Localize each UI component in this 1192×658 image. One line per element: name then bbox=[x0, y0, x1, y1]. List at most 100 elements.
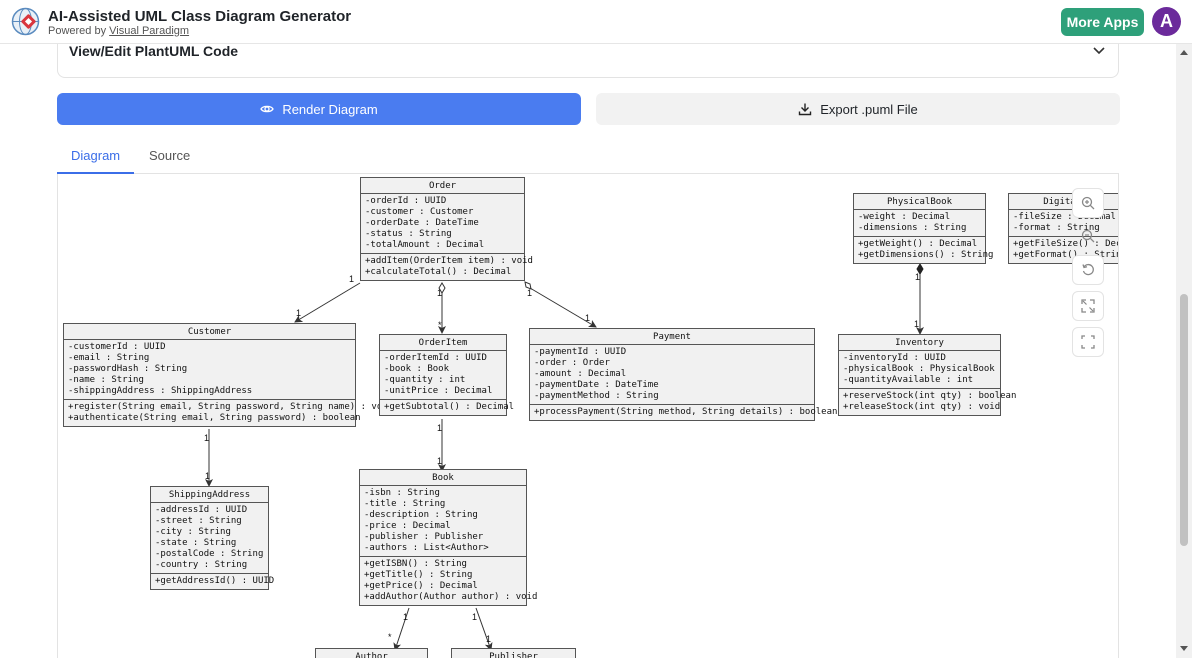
attribute: -unitPrice : Decimal bbox=[384, 386, 493, 396]
methods-section: +getWeight() : Decimal +getDimensions() … bbox=[854, 237, 994, 263]
plantuml-code-accordion[interactable]: View/Edit PlantUML Code bbox=[57, 44, 1119, 78]
user-avatar[interactable]: A bbox=[1152, 7, 1181, 36]
multiplicity-label: 1 bbox=[915, 272, 921, 282]
class-physicalbook[interactable]: PhysicalBook -weight : Decimal -dimensio… bbox=[853, 193, 994, 264]
multiplicity-label: 1 bbox=[914, 319, 920, 329]
method: +getPrice() : Decimal bbox=[364, 581, 478, 591]
attribute: -customer : Customer bbox=[365, 207, 474, 217]
attributes-section: -inventoryId : UUID -physicalBook : Phys… bbox=[839, 351, 1000, 389]
method: +calculateTotal() : Decimal bbox=[365, 267, 512, 277]
methods-section: +getISBN() : String +getTitle() : String… bbox=[360, 557, 537, 605]
export-puml-button[interactable]: Export .puml File bbox=[596, 93, 1120, 125]
attribute: -city : String bbox=[155, 527, 231, 537]
attribute: -weight : Decimal bbox=[858, 212, 951, 222]
methods-section: +getSubtotal() : Decimal bbox=[380, 400, 514, 415]
attribute: -orderId : UUID bbox=[365, 196, 447, 206]
attribute: -order : Order bbox=[534, 358, 610, 368]
scrollbar-thumb[interactable] bbox=[1180, 294, 1188, 546]
attributes-section: -fileSize : Decimal -format : String bbox=[1009, 210, 1118, 237]
export-puml-label: Export .puml File bbox=[820, 101, 918, 117]
class-order[interactable]: Order -orderId : UUID -customer : Custom… bbox=[360, 177, 533, 281]
attribute: -dimensions : String bbox=[858, 223, 967, 233]
scroll-down-arrow-icon[interactable] bbox=[1180, 646, 1188, 651]
attribute: -paymentId : UUID bbox=[534, 347, 627, 357]
attribute: -physicalBook : PhysicalBook bbox=[843, 364, 995, 374]
multiplicity-label: 1 bbox=[437, 288, 443, 298]
multiplicity-label: 1 bbox=[486, 634, 492, 644]
attributes-section: -isbn : String -title : String -descript… bbox=[360, 486, 526, 557]
multiplicity-label: 1 bbox=[296, 308, 302, 318]
zoom-in-button[interactable] bbox=[1072, 188, 1104, 218]
attribute: -street : String bbox=[155, 516, 242, 526]
class-customer[interactable]: Customer -customerId : UUID -email : Str… bbox=[63, 323, 393, 427]
method: +reserveStock(int qty) : boolean bbox=[843, 391, 1017, 401]
attribute: -quantityAvailable : int bbox=[843, 375, 974, 385]
zoom-in-icon bbox=[1081, 196, 1095, 210]
attribute: -description : String bbox=[364, 510, 478, 520]
class-orderitem[interactable]: OrderItem -orderItemId : UUID -book : Bo… bbox=[379, 334, 514, 416]
accordion-title: View/Edit PlantUML Code bbox=[69, 44, 239, 59]
method: +getISBN() : String bbox=[364, 559, 467, 569]
download-icon bbox=[799, 103, 812, 116]
render-diagram-label: Render Diagram bbox=[282, 101, 378, 117]
edge-order-customer bbox=[294, 282, 361, 323]
methods-section: +getAddressId() : UUID bbox=[151, 574, 275, 589]
more-apps-button[interactable]: More Apps bbox=[1061, 8, 1144, 36]
fullscreen-button[interactable] bbox=[1072, 327, 1104, 357]
tab-diagram[interactable]: Diagram bbox=[71, 148, 121, 163]
fit-to-screen-button[interactable] bbox=[1072, 291, 1104, 321]
multiplicity-label: * bbox=[388, 632, 392, 642]
attribute: -isbn : String bbox=[364, 488, 440, 498]
scroll-up-arrow-icon[interactable] bbox=[1180, 50, 1188, 55]
methods-section: +register(String email, String password,… bbox=[64, 400, 393, 426]
attribute: -format : String bbox=[1013, 223, 1100, 233]
multiplicity-label: 1 bbox=[437, 456, 443, 466]
multiplicity-label: 1 bbox=[205, 471, 211, 481]
attribute: -postalCode : String bbox=[155, 549, 264, 559]
app-header: AI-Assisted UML Class Diagram Generator … bbox=[0, 0, 1192, 44]
attribute: -customerId : UUID bbox=[68, 342, 166, 352]
attributes-section: -orderItemId : UUID -book : Book -quanti… bbox=[380, 351, 506, 400]
class-inventory[interactable]: Inventory -inventoryId : UUID -physicalB… bbox=[838, 334, 1017, 416]
class-author[interactable]: Author bbox=[315, 648, 428, 658]
method: +getAddressId() : UUID bbox=[155, 576, 275, 586]
attributes-section: -paymentId : UUID -order : Order -amount… bbox=[530, 345, 814, 405]
methods-section: +reserveStock(int qty) : boolean +releas… bbox=[839, 389, 1017, 415]
attributes-section: -weight : Decimal -dimensions : String bbox=[854, 210, 985, 237]
class-payment[interactable]: Payment -paymentId : UUID -order : Order… bbox=[529, 328, 837, 421]
class-name: Publisher bbox=[489, 652, 538, 658]
method: +authenticate(String email, String passw… bbox=[68, 413, 361, 423]
zoom-out-button[interactable] bbox=[1072, 221, 1104, 251]
class-publisher[interactable]: Publisher bbox=[451, 648, 576, 658]
attribute: -shippingAddress : ShippingAddress bbox=[68, 386, 253, 396]
class-book[interactable]: Book -isbn : String -title : String -des… bbox=[359, 469, 537, 606]
zoom-out-icon bbox=[1081, 229, 1095, 243]
reset-view-button[interactable] bbox=[1072, 255, 1104, 285]
method: +addItem(OrderItem item) : void bbox=[365, 256, 533, 266]
attribute: -authors : List<Author> bbox=[364, 543, 489, 553]
tab-source[interactable]: Source bbox=[149, 148, 191, 163]
attribute: -country : String bbox=[155, 560, 248, 570]
attribute: -totalAmount : Decimal bbox=[365, 240, 485, 250]
multiplicity-label: 1 bbox=[403, 612, 409, 622]
class-shippingaddress[interactable]: ShippingAddress -addressId : UUID -stree… bbox=[150, 486, 275, 590]
eye-icon bbox=[260, 105, 275, 113]
multiplicity-label: 1 bbox=[585, 313, 591, 323]
attribute: -quantity : int bbox=[384, 375, 466, 385]
attribute: -passwordHash : String bbox=[68, 364, 188, 374]
powered-by-prefix: Powered by bbox=[48, 25, 107, 37]
attribute: -orderDate : DateTime bbox=[365, 218, 479, 228]
attribute: -paymentDate : DateTime bbox=[534, 380, 659, 390]
reset-icon bbox=[1082, 263, 1094, 276]
visual-paradigm-link[interactable]: Visual Paradigm bbox=[109, 25, 190, 37]
class-name: Order bbox=[361, 178, 524, 194]
attribute: -amount : Decimal bbox=[534, 369, 627, 379]
render-diagram-button[interactable]: Render Diagram bbox=[57, 93, 581, 125]
page-scrollbar[interactable] bbox=[1176, 44, 1192, 658]
method: +getWeight() : Decimal bbox=[858, 239, 978, 249]
diagram-canvas[interactable]: Order -orderId : UUID -customer : Custom… bbox=[57, 174, 1119, 658]
attribute: -status : String bbox=[365, 229, 452, 239]
attribute: -addressId : UUID bbox=[155, 505, 248, 515]
fullscreen-icon bbox=[1081, 335, 1095, 349]
method: +getDimensions() : String bbox=[858, 250, 994, 260]
